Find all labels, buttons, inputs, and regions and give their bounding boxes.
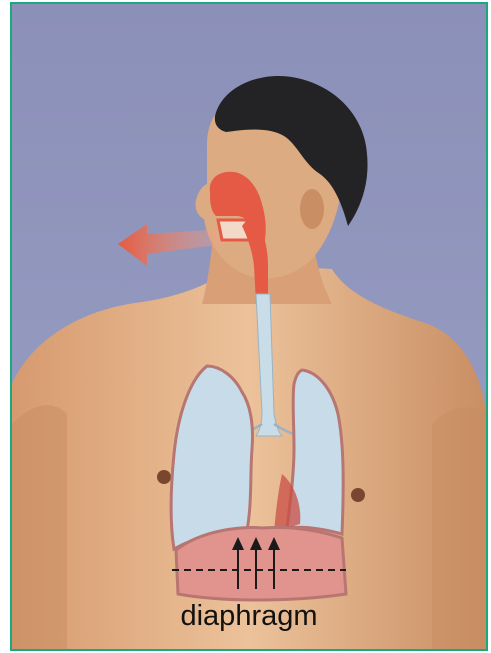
respiration-illustration (12, 4, 486, 649)
right-nipple (351, 488, 365, 502)
diaphragm (176, 527, 346, 600)
diaphragm-label: diaphragm (12, 600, 486, 633)
figure-frame: diaphragm (10, 2, 488, 651)
ear (300, 189, 324, 229)
left-nipple (157, 470, 171, 484)
